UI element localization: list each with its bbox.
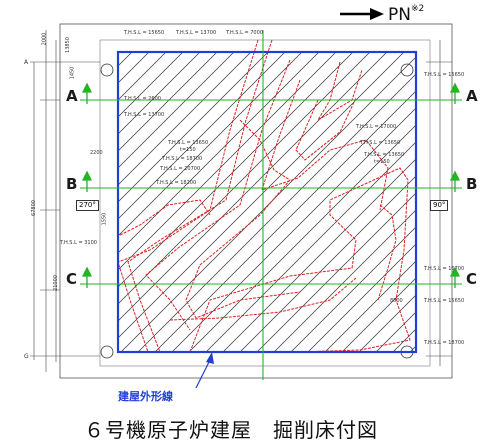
hatch-line [118,52,269,203]
callout-m4: T.H.S.L = 18200 [156,180,197,186]
north-marker-note: ※2 [410,4,425,14]
left-dimension-lines [30,30,100,372]
dimension-d1: 2000 [41,32,48,46]
dimension-d8: 8500 [390,298,403,304]
hatch-line [118,52,201,135]
hatch-line [118,52,184,118]
callout-r3: T.H.S.L = 13650 [360,140,401,146]
hatch-line [118,52,354,288]
hatch-line [239,175,416,352]
hatch-line [290,226,416,352]
section-label-c-right: C [466,270,478,288]
axis-tag-g: G [24,353,29,360]
hatch-line [154,90,416,352]
hatch-line [341,277,416,352]
excavation-hatching [118,52,416,352]
hatch-line [222,158,416,352]
hatch-line [118,52,320,254]
hatch-line [118,52,218,152]
outline-leader [195,352,214,389]
callout-l1: T.H.S.L = 2600 [124,96,161,102]
callout-l2: T.H.S.L = 13700 [124,112,165,118]
dimension-d2: 13850 [64,37,71,53]
hatch-line [188,124,416,352]
callout-r2: T.H.S.L = 17000 [356,124,397,130]
hatch-line [118,52,337,271]
north-marker-label: PN※2 [388,4,425,25]
hatch-line [118,52,371,305]
section-label-a-left: A [66,87,78,105]
building-outline [116,50,418,354]
hatch-line [118,52,235,169]
section-lines [80,30,462,380]
callout-l3: T.H.S.L = 3100 [60,240,97,246]
hatch-line [118,52,286,220]
hatch-line [118,52,252,186]
red-excavation-contours [117,39,411,353]
callout-top2: T.H.S.L = 13700 [176,30,217,36]
dimension-d5: 67800 [30,200,37,216]
dimension-d6: 21000 [52,275,59,291]
callout-m5: T.H.S.L = 13650 [364,152,405,158]
angle-left: 270° [76,200,99,211]
hatch-line [273,209,416,352]
hatch-line [324,260,416,352]
callout-top1: T.H.S.L = 15650 [124,30,165,36]
plan-frame [59,23,453,379]
hatch-line [171,107,416,352]
callout-top3: T.H.S.L = 7000 [226,30,263,36]
hatch-line [307,243,416,352]
dimension-d3: 1450 [69,66,76,80]
axis-tag-a: A [24,59,29,66]
callout-r5: T.H.S.L = 15650 [424,298,465,304]
callout-m1b: t=150 [180,147,196,153]
corner-marks [100,63,414,359]
section-label-a-right: A [466,87,478,105]
north-arrow [340,8,384,20]
callout-m1: T.H.S.L = 13650 [168,140,209,146]
callout-r4: T.H.S.L = 16700 [424,266,465,272]
callout-r1: T.H.S.L = 15650 [424,72,465,78]
angle-right: 90° [430,200,449,211]
hatch-line [137,73,416,352]
section-label-b-left: B [66,175,78,193]
drawing-caption: ６号機原子炉建屋 掘削床付図 [84,418,378,442]
section-label-c-left: C [66,270,78,288]
hatch-line [205,141,416,352]
hatch-line [256,192,416,352]
hatch-line [118,52,405,339]
north-marker-text: PN [388,5,411,25]
callout-m5b: t=150 [374,159,390,165]
section-arrows [81,82,461,288]
callout-m3: T.H.S.L = 20700 [160,166,201,172]
hatch-line [118,52,388,322]
section-label-b-right: B [466,175,478,193]
callout-r6: T.H.S.L = 18700 [424,340,465,346]
callout-m2: T.H.S.L = 18700 [162,156,203,162]
dimension-d4: 2200 [90,150,103,156]
hatch-line [358,294,416,352]
building-outline-label: 建屋外形線 [118,390,173,403]
dimension-d7: 1550 [101,212,108,226]
